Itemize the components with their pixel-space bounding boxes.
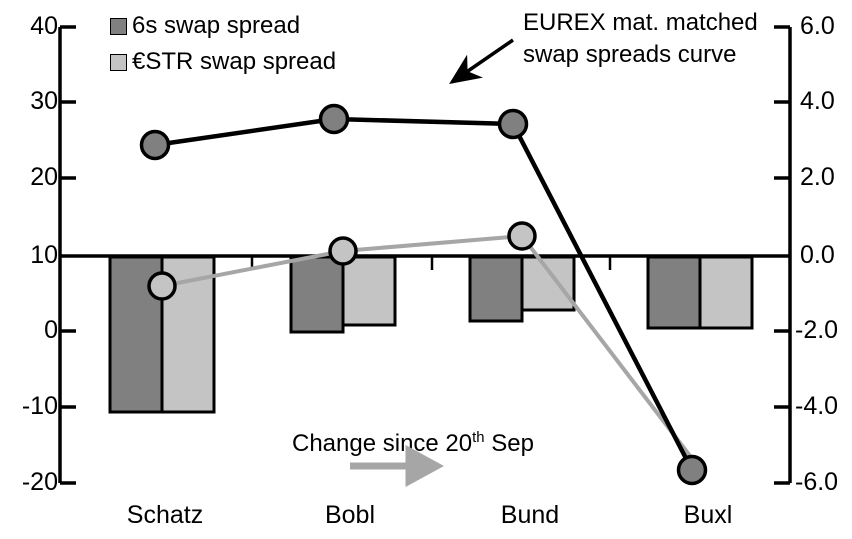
legend-label-estr-swap-spread: €STR swap spread xyxy=(132,48,337,75)
right-axis-tick-label-4: 4.0 xyxy=(800,87,835,115)
annotation-change-superscript: th xyxy=(472,430,485,446)
x-axis-category-bobl: Bobl xyxy=(324,501,376,529)
left-axis-tick-label-40: 40 xyxy=(30,12,58,40)
bar-bund-estr xyxy=(520,255,576,312)
x-axis-category-buxl: Buxl xyxy=(683,501,733,529)
annotation-change-suffix: Sep xyxy=(484,430,534,457)
annotation-change-since: Change since 20th Sep xyxy=(292,430,534,458)
bar-bund-6s xyxy=(468,255,524,323)
legend-swatch-6s-swap-spread xyxy=(110,17,127,35)
line-eurex-marker-schatz xyxy=(139,129,171,161)
x-axis-category-bund: Bund xyxy=(500,501,560,529)
bar-bobl-6s xyxy=(289,255,345,334)
bar-buxl-estr xyxy=(698,255,754,330)
left-axis-tick-label-0: 0 xyxy=(44,316,58,344)
line-change-marker-bund xyxy=(507,221,537,251)
line-change-marker-schatz xyxy=(147,271,177,301)
right-axis-tick-label-neg4: -4.0 xyxy=(795,392,839,420)
annotation-curve-arrow-icon xyxy=(449,38,514,84)
line-change-marker-bobl xyxy=(328,236,358,266)
legend-label-6s-swap-spread: 6s swap spread xyxy=(132,12,301,39)
annotation-curve-line2: swap spreads curve xyxy=(523,41,737,68)
x-axis-category-schatz: Schatz xyxy=(126,501,204,529)
right-axis-tick-label-6: 6.0 xyxy=(800,12,835,40)
right-axis-tick-label-2: 2.0 xyxy=(800,163,835,191)
line-eurex-marker-bobl xyxy=(318,103,350,135)
left-axis-tick-label-20: 20 xyxy=(30,163,58,191)
bar-bobl-estr xyxy=(341,255,397,327)
right-axis-tick-label-neg6: -6.0 xyxy=(795,468,839,496)
legend-swatch-estr-swap-spread xyxy=(110,53,127,71)
legend-item-6s-swap-spread[interactable]: 6s swap spread xyxy=(110,14,300,38)
line-eurex-curve-series xyxy=(154,116,694,472)
line-eurex-marker-bund xyxy=(497,108,529,140)
annotation-curve-line1: EUREX mat. matched xyxy=(523,9,758,36)
legend-item-estr-swap-spread[interactable]: €STR swap spread xyxy=(110,50,336,74)
right-axis-tick-label-neg2: -2.0 xyxy=(795,316,839,344)
line-change-since-series xyxy=(161,233,702,471)
left-axis-tick-label-neg20: -20 xyxy=(21,468,58,496)
left-axis-tick-label-10: 10 xyxy=(30,241,58,269)
right-axis-tick-label-0: 0.0 xyxy=(800,241,835,269)
bar-buxl-6s xyxy=(646,255,702,330)
left-axis-tick-label-30: 30 xyxy=(30,87,58,115)
line-eurex-marker-buxl xyxy=(676,454,708,486)
left-axis-tick-label-neg10: -10 xyxy=(21,392,58,420)
